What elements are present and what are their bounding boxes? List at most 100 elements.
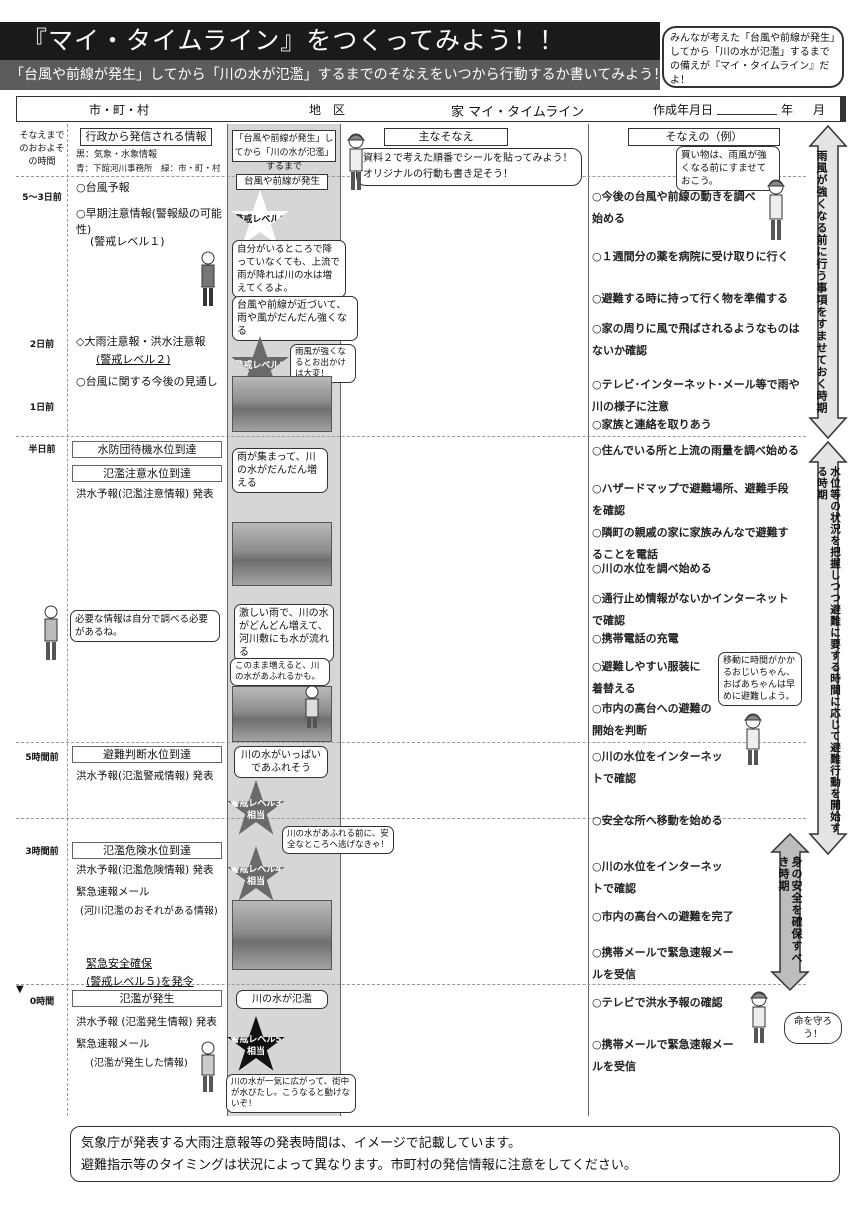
time-label: 2日前 xyxy=(29,340,55,350)
boy-helmet-icon xyxy=(346,133,366,190)
sonae-item: ○川の水位をインターネットで確認 xyxy=(592,860,723,895)
top-note: みんなが考えた「台風や前線が発生」してから「川の水が氾濫」するまでの備えが『マイ… xyxy=(662,26,844,88)
date-year-field[interactable] xyxy=(717,101,777,115)
time-label: 3時間前 xyxy=(25,847,59,857)
form-row: 市・町・村 地 区 家 マイ・タイムライン 作成年月日 年 月 xyxy=(16,96,846,122)
sonae-bubble-protect-life: 命を守ろう！ xyxy=(784,1012,842,1044)
sonae-item: ○川の水位を調べ始める xyxy=(592,562,712,575)
info-item: 洪水予報(氾濫警戒情報) 発表 xyxy=(76,770,214,782)
main-sonae-column xyxy=(340,124,588,1116)
sonae-item: ○市内の高台への避難を完了 xyxy=(592,910,734,923)
bubble-evacuate: 川の水があふれる前に、安全なところへ逃げなきゃ！ xyxy=(282,826,394,854)
municipality-label: 市・町・村 xyxy=(89,103,150,117)
row-divider xyxy=(16,818,806,819)
boy-helmet-icon xyxy=(766,179,786,240)
row-divider xyxy=(16,742,806,743)
info-item: 氾濫注意水位到達 xyxy=(72,465,222,482)
info-item: (河川氾濫のおそれがある情報) xyxy=(80,906,218,917)
info-item: 水防団待機水位到達 xyxy=(72,441,222,458)
sonae-item: ○携帯メールで緊急速報メールを受信 xyxy=(592,946,734,981)
time-column-header: そなえまでのおおよその時間 xyxy=(17,128,67,172)
info-item: 避難判断水位到達 xyxy=(72,746,222,763)
info-item: 洪水予報(氾濫危険情報) 発表 xyxy=(76,864,214,876)
period-arrow-1 xyxy=(808,124,848,440)
row-divider xyxy=(16,436,806,437)
row-divider xyxy=(16,984,806,985)
info-item: (警戒レベル５)を発令 xyxy=(86,975,194,988)
sonae-item: ○避難する時に持って行く物を準備する xyxy=(592,292,789,305)
info-item: 緊急速報メール xyxy=(76,1038,150,1050)
sonae-item: ○通行止め情報がないかインターネットで確認 xyxy=(592,592,789,627)
sonae-item: ○家族と連絡を取りあう xyxy=(592,418,712,431)
bubble-water-full: 川の水がいっぱいであふれそう xyxy=(234,746,328,778)
bubble-town-flooded: 川の水が一気に広がって、街中が水びたし。こうなると動けないぞ！ xyxy=(226,1074,356,1113)
month-label: 月 xyxy=(813,103,826,117)
info-column-header: 行政から発信される情報 xyxy=(80,128,212,146)
girl-character-icon xyxy=(201,251,215,306)
period-arrow-2 xyxy=(808,440,848,856)
sonae-item: ○市内の高台への避難の開始を判断 xyxy=(592,702,712,737)
sonae-item: ○家の周りに風で飛ばされるようなものはないか確認 xyxy=(592,322,800,357)
area-column-header: 「台風や前線が発生」してから「川の水が氾濫」するまで xyxy=(232,130,336,172)
info-legend-black: 黒：気象・水象情報 xyxy=(76,150,158,160)
sonae-item: ○安全な所へ移動を始める xyxy=(592,814,723,827)
time-label: 1日前 xyxy=(29,403,55,413)
sonae-item: ○テレビで洪水予報の確認 xyxy=(592,996,723,1009)
info-item: (氾濫が発生した情報) xyxy=(90,1058,188,1069)
page-subtitle: 「台風や前線が発生」してから「川の水が氾濫」するまでのそなえをいつから行動するか… xyxy=(0,60,660,90)
time-column xyxy=(16,124,68,1116)
info-item: ◇大雨注意報・洪水注意報 xyxy=(76,335,206,348)
sonae-column-header: そなえの（例） xyxy=(628,128,780,146)
boy-running-icon xyxy=(201,1041,215,1092)
info-legend-colors: 青：下館河川事務所 緑：市・町・村 xyxy=(76,164,221,174)
footer-note: 気象庁が発表する大雨注意報等の発表時間は、イメージで記載しています。 避難指示等… xyxy=(70,1126,840,1182)
info-item: ○台風に関する今後の見通し xyxy=(76,375,218,388)
info-item: (警戒レベル１) xyxy=(90,235,165,248)
arrow-down-icon: ▼ xyxy=(16,984,24,995)
sonae-item: ○携帯電話の充電 xyxy=(592,632,679,645)
bubble-check-info: 必要な情報は自分で調べる必要があるね。 xyxy=(70,610,220,642)
info-column xyxy=(68,124,228,1116)
bubble-typhoon-approach: 台風や前線が近づいて、雨や風がだんだん強くなる xyxy=(232,296,358,341)
sonae-example-column xyxy=(588,124,806,1116)
time-label: 半日前 xyxy=(28,445,56,455)
main-column-header: 主なそなえ xyxy=(384,128,508,146)
period-label-3: 身の安全を確保すべき時期 xyxy=(777,856,803,964)
bubble-upstream-rain: 自分がいるところで降っていなくても、上流で雨が降れば川の水は増えてくるよ。 xyxy=(232,240,346,298)
created-date-label: 作成年月日 xyxy=(653,103,714,117)
page-title: 『マイ・タイムライン』をつくってみよう！！ xyxy=(0,22,660,60)
boy-helmet-icon xyxy=(749,991,769,1043)
sonae-item: ○携帯メールで緊急速報メールを受信 xyxy=(592,1038,734,1073)
sonae-item: ○１週間分の薬を病院に受け取りに行く xyxy=(592,250,789,263)
main-instruction-bubble: 資料２で考えた順番でシールを貼ってみよう！ オリジナルの行動も書き足そう！ xyxy=(356,148,582,186)
info-item: 洪水予報 (氾濫発生情報) 発表 xyxy=(76,1016,217,1028)
sonae-bubble-shopping: 買い物は、雨風が強くなる前にすませておこう。 xyxy=(676,146,780,191)
year-label: 年 xyxy=(781,103,794,117)
flood-photo xyxy=(232,900,332,970)
district-label: 地 区 xyxy=(309,103,346,117)
sonae-item: ○隣町の親戚の家に家族みんなで避難することを電話 xyxy=(592,526,789,561)
info-item: (警戒レベル２) xyxy=(96,353,171,366)
footer-line-1: 気象庁が発表する大雨注意報等の発表時間は、イメージで記載しています。 xyxy=(81,1136,522,1151)
bubble-river-flood: 川の水が氾濫 xyxy=(236,990,328,1009)
time-label: 0時間 xyxy=(29,997,55,1007)
info-item: 緊急安全確保 xyxy=(86,957,152,970)
boy-binoculars-icon xyxy=(44,605,58,660)
boy-worried-icon xyxy=(305,685,319,728)
typhoon-label: 台風や前線が発生 xyxy=(236,174,328,190)
period-label-2: 水位等の状況を把握しつつ避難に要する時間に応じて避難行動を開始する時期 xyxy=(816,466,841,834)
time-label: 5～3日前 xyxy=(22,193,62,203)
sonae-item: ○テレビ･インターネット･メール等で雨や川の様子に注意 xyxy=(592,378,800,413)
info-item: 洪水予報(氾濫注意情報) 発表 xyxy=(76,488,214,500)
sonae-item: ○ハザードマップで避難場所、避難手段を確認 xyxy=(592,482,789,517)
info-item: 氾濫が発生 xyxy=(72,990,222,1007)
sonae-item: ○住んでいる所と上流の雨量を調べ始める xyxy=(592,444,800,457)
time-label: 5時間前 xyxy=(25,753,59,763)
info-item: ○台風予報 xyxy=(76,181,130,194)
sonae-item: ○今後の台風や前線の動きを調べ始める xyxy=(592,190,756,225)
sonae-item: ○川の水位をインターネットで確認 xyxy=(592,750,723,785)
info-item: 緊急速報メール xyxy=(76,886,150,898)
period-arrow-3 xyxy=(770,832,810,992)
sonae-bubble-elderly: 移動に時間がかかるおじいちゃん、おばあちゃんは早めに避難しよう。 xyxy=(718,652,802,706)
info-item: 氾濫危険水位到達 xyxy=(72,842,222,859)
